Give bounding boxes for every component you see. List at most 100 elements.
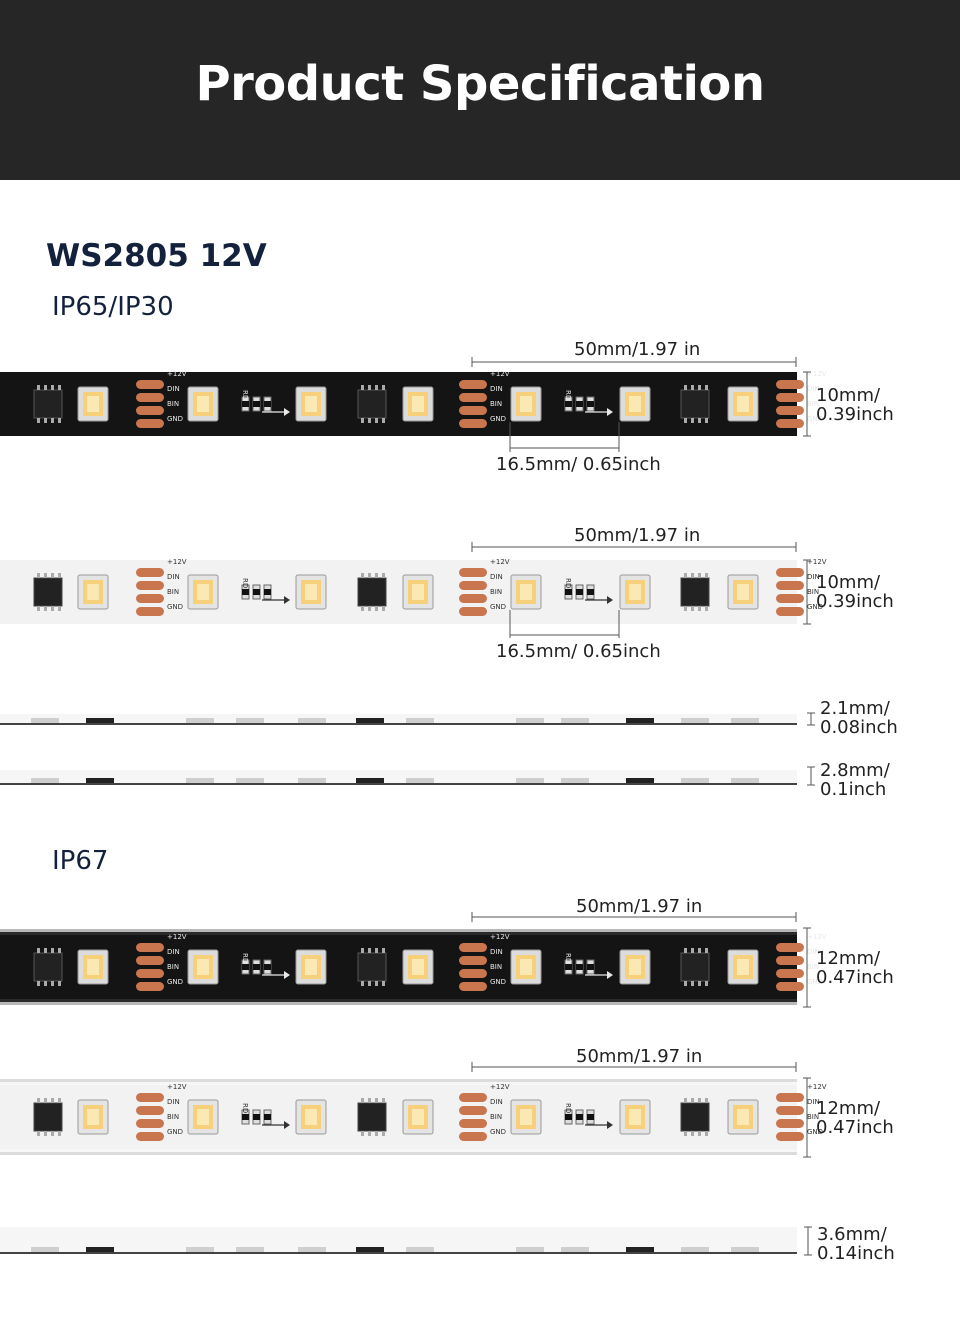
svg-text:BIN: BIN bbox=[807, 588, 819, 596]
led-chip bbox=[295, 949, 327, 985]
led-chip bbox=[295, 574, 327, 610]
svg-text:DIN: DIN bbox=[167, 573, 180, 581]
thickness-label-inch: 0.08inch bbox=[820, 717, 898, 738]
led-chip bbox=[510, 1099, 542, 1135]
thickness-label-mm: 2.1mm/ bbox=[820, 698, 890, 719]
svg-text:+12V: +12V bbox=[490, 370, 510, 378]
svg-text:GND: GND bbox=[807, 978, 823, 986]
led-chip bbox=[619, 386, 651, 422]
page-title: Product Specification bbox=[195, 56, 765, 112]
width-label-mm: 10mm/ bbox=[816, 572, 881, 593]
direction-arrow bbox=[262, 596, 290, 604]
header-banner: Product Specification bbox=[0, 0, 960, 180]
ic-chip bbox=[33, 385, 63, 423]
ic-chip bbox=[357, 573, 387, 611]
thickness-label-mm: 3.6mm/ bbox=[817, 1224, 887, 1245]
thickness-label-inch: 0.1inch bbox=[820, 779, 887, 800]
svg-text:RD: RD bbox=[564, 953, 572, 963]
segment-length-label: 50mm/1.97 in bbox=[574, 525, 701, 546]
svg-text:BIN: BIN bbox=[807, 400, 819, 408]
width-label-inch: 0.39inch bbox=[816, 404, 894, 425]
svg-text:GND: GND bbox=[167, 603, 183, 611]
svg-text:GND: GND bbox=[807, 1128, 823, 1136]
led-chip bbox=[402, 574, 434, 610]
width-label-inch: 0.47inch bbox=[816, 1117, 894, 1138]
led-chip bbox=[619, 574, 651, 610]
led-chip bbox=[402, 949, 434, 985]
width-label-mm: 12mm/ bbox=[816, 948, 881, 969]
svg-text:GND: GND bbox=[490, 603, 506, 611]
svg-text:+12V: +12V bbox=[490, 1083, 510, 1091]
segment-length-dimension bbox=[471, 357, 797, 367]
led-chip bbox=[77, 574, 109, 610]
svg-text:+12V: +12V bbox=[807, 933, 827, 941]
svg-text:+12V: +12V bbox=[167, 1083, 187, 1091]
svg-text:DIN: DIN bbox=[167, 1098, 180, 1106]
led-chip bbox=[187, 386, 219, 422]
direction-arrow bbox=[585, 596, 613, 604]
svg-text:BIN: BIN bbox=[807, 963, 819, 971]
svg-text:RD: RD bbox=[241, 578, 249, 588]
svg-text:BIN: BIN bbox=[490, 1113, 502, 1121]
svg-text:GND: GND bbox=[807, 603, 823, 611]
width-label-mm: 10mm/ bbox=[816, 385, 881, 406]
svg-text:DIN: DIN bbox=[490, 385, 503, 393]
led-chip bbox=[619, 1099, 651, 1135]
svg-text:GND: GND bbox=[167, 1128, 183, 1136]
ic-chip bbox=[357, 948, 387, 986]
thickness-label-inch: 0.14inch bbox=[817, 1243, 895, 1264]
segment-length-dimension bbox=[471, 1062, 797, 1072]
led-chip bbox=[402, 386, 434, 422]
segment-length-dimension bbox=[471, 912, 797, 922]
direction-arrow bbox=[262, 971, 290, 979]
direction-arrow bbox=[585, 971, 613, 979]
led-chip bbox=[727, 1099, 759, 1135]
thickness-label-mm: 2.8mm/ bbox=[820, 760, 890, 781]
svg-text:DIN: DIN bbox=[490, 573, 503, 581]
width-dimension bbox=[803, 559, 811, 625]
led-chip bbox=[187, 574, 219, 610]
ic-chip bbox=[680, 385, 710, 423]
solder-pads: +12V DIN BIN GND bbox=[459, 370, 510, 428]
ic-chip bbox=[33, 948, 63, 986]
direction-arrow bbox=[262, 1121, 290, 1129]
svg-text:RD: RD bbox=[241, 390, 249, 400]
led-chip bbox=[187, 949, 219, 985]
led-chip bbox=[727, 386, 759, 422]
rating-ip65: IP65/IP30 bbox=[52, 292, 174, 322]
led-chip bbox=[510, 574, 542, 610]
thickness-profile-ip30 bbox=[0, 770, 797, 785]
model-name: WS2805 12V bbox=[46, 238, 267, 274]
svg-text:DIN: DIN bbox=[807, 948, 820, 956]
svg-text:RD: RD bbox=[241, 953, 249, 963]
width-label-inch: 0.47inch bbox=[816, 967, 894, 988]
thickness-dimension bbox=[804, 1226, 812, 1256]
thickness-profile-ip67 bbox=[0, 1227, 797, 1254]
svg-text:BIN: BIN bbox=[167, 963, 179, 971]
svg-text:+12V: +12V bbox=[807, 370, 827, 378]
ic-chip bbox=[33, 573, 63, 611]
width-dimension bbox=[803, 927, 811, 1008]
svg-text:DIN: DIN bbox=[807, 385, 820, 393]
resistor-group: RD bbox=[564, 578, 595, 600]
svg-text:GND: GND bbox=[490, 1128, 506, 1136]
svg-text:DIN: DIN bbox=[167, 948, 180, 956]
width-label-mm: 12mm/ bbox=[816, 1098, 881, 1119]
svg-text:GND: GND bbox=[807, 415, 823, 423]
resistor-group: RD bbox=[564, 390, 595, 412]
svg-text:+12V: +12V bbox=[807, 1083, 827, 1091]
svg-text:GND: GND bbox=[167, 978, 183, 986]
resistor-group: RD bbox=[564, 1103, 595, 1125]
svg-text:GND: GND bbox=[490, 415, 506, 423]
svg-text:+12V: +12V bbox=[167, 558, 187, 566]
svg-text:GND: GND bbox=[490, 978, 506, 986]
svg-text:BIN: BIN bbox=[490, 400, 502, 408]
thickness-dimension bbox=[807, 766, 815, 786]
width-dimension bbox=[803, 1077, 811, 1158]
